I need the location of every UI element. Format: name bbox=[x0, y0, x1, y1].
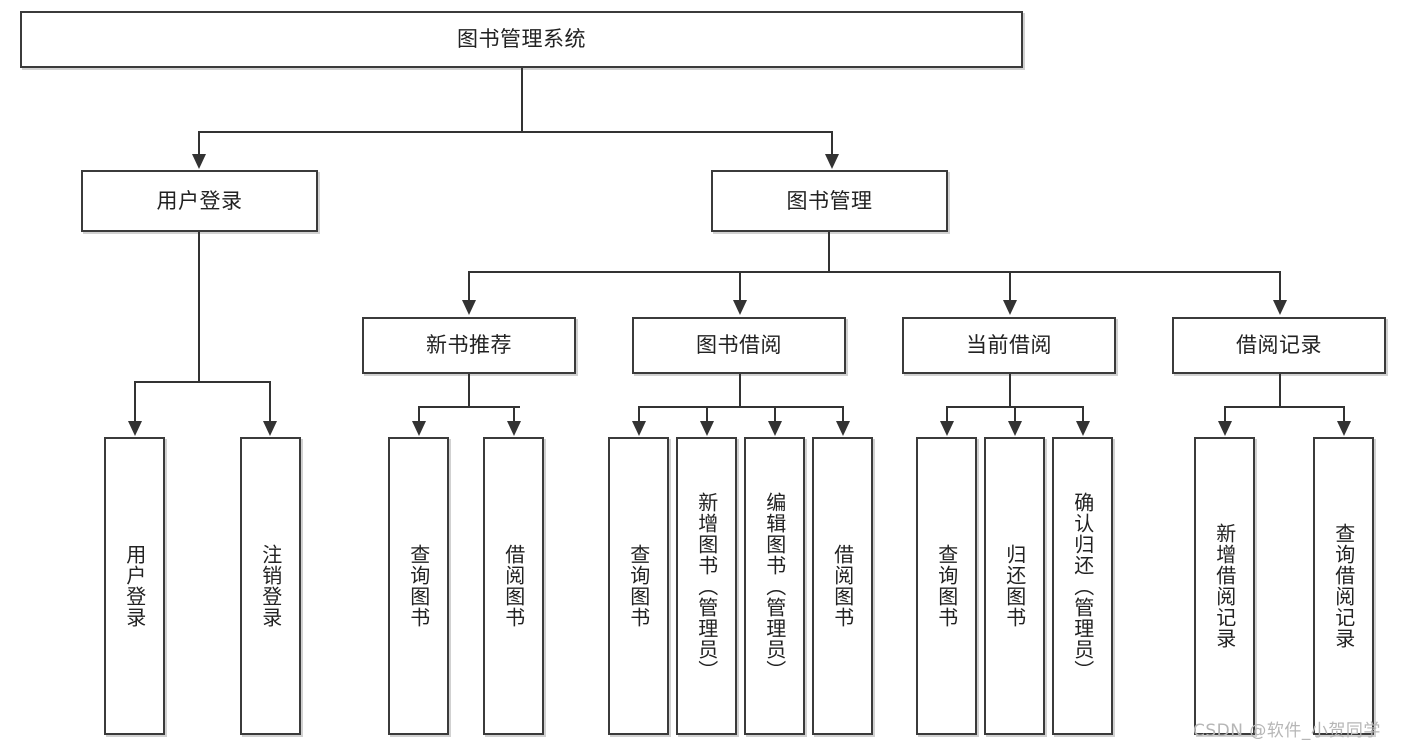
arrowhead-to-leaf-borrow-book-2 bbox=[836, 421, 850, 436]
node-leaf-add-record[interactable]: 新增借阅记录 bbox=[1194, 437, 1255, 735]
node-leaf-query-book-2[interactable]: 查询图书 bbox=[608, 437, 669, 735]
node-leaf-query-book-1[interactable]: 查询图书 bbox=[388, 437, 449, 735]
node-current-borrow-label: 当前借阅 bbox=[966, 333, 1052, 358]
node-leaf-user-logout-label: 注销登录 bbox=[258, 544, 283, 628]
connector-level3-drop-4 bbox=[1279, 271, 1281, 301]
arrowhead-to-leaf-add-book bbox=[700, 421, 714, 436]
arrowhead-to-user-login bbox=[192, 154, 206, 169]
connector-root-stem bbox=[521, 68, 523, 132]
arrowhead-to-leaf-borrow-book-1 bbox=[507, 421, 521, 436]
node-leaf-edit-book-label: 编辑图书（管理员） bbox=[762, 491, 787, 681]
connector-new-book-stem bbox=[468, 374, 470, 407]
connector-new-book-drop-1 bbox=[418, 406, 420, 422]
node-leaf-confirm-return[interactable]: 确认归还（管理员） bbox=[1052, 437, 1113, 735]
node-new-book-recommend-label: 新书推荐 bbox=[426, 333, 512, 358]
node-leaf-confirm-return-label: 确认归还（管理员） bbox=[1070, 491, 1095, 681]
connector-level3-drop-1 bbox=[468, 271, 470, 301]
arrowhead-to-leaf-query-record bbox=[1337, 421, 1351, 436]
connector-user-login-drop-1 bbox=[134, 381, 136, 422]
arrowhead-to-leaf-return-book bbox=[1008, 421, 1022, 436]
arrowhead-to-new-book-recommend bbox=[462, 300, 476, 315]
node-leaf-query-book-3[interactable]: 查询图书 bbox=[916, 437, 977, 735]
node-user-login-label: 用户登录 bbox=[156, 188, 243, 213]
node-leaf-add-record-label: 新增借阅记录 bbox=[1212, 523, 1237, 649]
connector-current-borrow-drop-3 bbox=[1082, 406, 1084, 422]
connector-book-borrow-stem bbox=[739, 374, 741, 407]
connector-book-manage-stem bbox=[828, 232, 830, 272]
node-leaf-query-record[interactable]: 查询借阅记录 bbox=[1313, 437, 1374, 735]
connector-level2-drop-right bbox=[831, 131, 833, 155]
node-leaf-user-login-label: 用户登录 bbox=[122, 544, 147, 628]
node-leaf-return-book-label: 归还图书 bbox=[1002, 544, 1027, 628]
node-leaf-return-book[interactable]: 归还图书 bbox=[984, 437, 1045, 735]
node-user-login[interactable]: 用户登录 bbox=[81, 170, 318, 232]
connector-book-borrow-bus bbox=[638, 406, 844, 408]
node-root[interactable]: 图书管理系统 bbox=[20, 11, 1023, 68]
connector-level3-drop-2 bbox=[739, 271, 741, 301]
connector-current-borrow-drop-2 bbox=[1014, 406, 1016, 422]
connector-book-borrow-drop-1 bbox=[638, 406, 640, 422]
node-leaf-edit-book[interactable]: 编辑图书（管理员） bbox=[744, 437, 805, 735]
arrowhead-to-leaf-query-book-2 bbox=[632, 421, 646, 436]
node-leaf-query-book-2-label: 查询图书 bbox=[626, 544, 651, 628]
arrowhead-to-leaf-confirm-return bbox=[1076, 421, 1090, 436]
connector-level3-bus bbox=[468, 271, 1279, 273]
node-leaf-borrow-book-2[interactable]: 借阅图书 bbox=[812, 437, 873, 735]
node-root-label: 图书管理系统 bbox=[457, 27, 586, 52]
connector-new-book-drop-2 bbox=[513, 406, 515, 422]
arrowhead-to-leaf-edit-book bbox=[768, 421, 782, 436]
connector-user-login-bus bbox=[134, 381, 270, 383]
connector-borrow-record-drop-2 bbox=[1343, 406, 1345, 422]
arrowhead-to-current-borrow bbox=[1003, 300, 1017, 315]
connector-level3-drop-3 bbox=[1009, 271, 1011, 301]
connector-new-book-bus bbox=[418, 406, 520, 408]
connector-current-borrow-drop-1 bbox=[946, 406, 948, 422]
arrowhead-to-book-manage bbox=[825, 154, 839, 169]
arrowhead-to-borrow-record bbox=[1273, 300, 1287, 315]
node-leaf-add-book[interactable]: 新增图书（管理员） bbox=[676, 437, 737, 735]
node-leaf-query-book-3-label: 查询图书 bbox=[934, 544, 959, 628]
connector-level2-bus bbox=[198, 131, 833, 133]
arrowhead-to-leaf-add-record bbox=[1218, 421, 1232, 436]
connector-book-borrow-drop-2 bbox=[706, 406, 708, 422]
node-leaf-user-logout[interactable]: 注销登录 bbox=[240, 437, 301, 735]
node-current-borrow[interactable]: 当前借阅 bbox=[902, 317, 1116, 374]
arrowhead-to-leaf-query-book-3 bbox=[940, 421, 954, 436]
connector-borrow-record-drop-1 bbox=[1224, 406, 1226, 422]
node-book-manage-label: 图书管理 bbox=[786, 188, 873, 213]
node-leaf-borrow-book-1-label: 借阅图书 bbox=[501, 544, 526, 628]
connector-book-borrow-drop-3 bbox=[774, 406, 776, 422]
node-leaf-user-login[interactable]: 用户登录 bbox=[104, 437, 165, 735]
node-leaf-add-book-label: 新增图书（管理员） bbox=[694, 491, 719, 681]
node-leaf-borrow-book-2-label: 借阅图书 bbox=[830, 544, 855, 628]
connector-user-login-drop-2 bbox=[269, 381, 271, 422]
connector-level2-drop-left bbox=[198, 131, 200, 155]
node-leaf-query-book-1-label: 查询图书 bbox=[406, 544, 431, 628]
node-book-borrow-label: 图书借阅 bbox=[696, 333, 782, 358]
node-new-book-recommend[interactable]: 新书推荐 bbox=[362, 317, 576, 374]
node-book-borrow[interactable]: 图书借阅 bbox=[632, 317, 846, 374]
arrowhead-to-leaf-query-book-1 bbox=[412, 421, 426, 436]
node-borrow-record[interactable]: 借阅记录 bbox=[1172, 317, 1386, 374]
node-leaf-query-record-label: 查询借阅记录 bbox=[1331, 523, 1356, 649]
node-borrow-record-label: 借阅记录 bbox=[1236, 333, 1322, 358]
node-book-manage[interactable]: 图书管理 bbox=[711, 170, 948, 232]
arrowhead-to-book-borrow bbox=[733, 300, 747, 315]
connector-book-borrow-drop-4 bbox=[842, 406, 844, 422]
connector-user-login-stem bbox=[198, 232, 200, 382]
arrowhead-to-leaf-user-logout bbox=[263, 421, 277, 436]
csdn-watermark: CSDN @软件_小贺同学 bbox=[1193, 721, 1381, 741]
node-leaf-borrow-book-1[interactable]: 借阅图书 bbox=[483, 437, 544, 735]
connector-borrow-record-bus bbox=[1224, 406, 1344, 408]
connector-current-borrow-stem bbox=[1009, 374, 1011, 407]
arrowhead-to-leaf-user-login bbox=[128, 421, 142, 436]
connector-borrow-record-stem bbox=[1279, 374, 1281, 407]
